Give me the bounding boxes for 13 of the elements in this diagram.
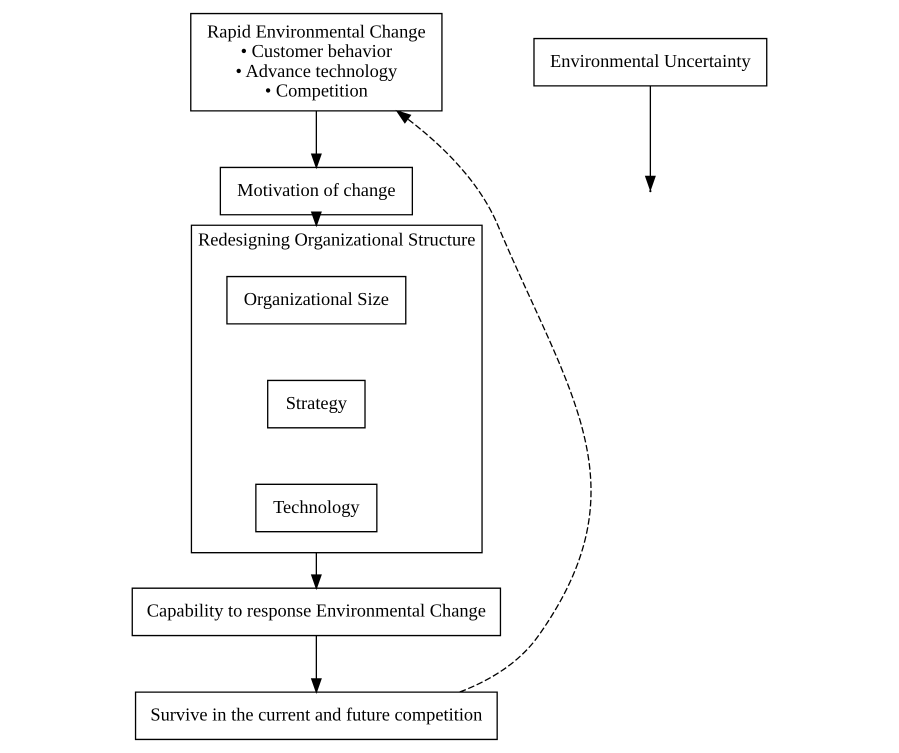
node-box: Technology	[255, 484, 378, 532]
node-box: Environmental Uncertainty	[533, 38, 768, 87]
node-box: Rapid Environmental Change • Customer behavior • Advance technology • Competition	[190, 12, 443, 112]
arrow	[310, 211, 322, 228]
node-box: Survive in the current and future competition	[134, 691, 498, 740]
arrow	[310, 636, 322, 694]
arrow	[395, 110, 592, 693]
node-box: Strategy	[267, 380, 366, 428]
arrow	[310, 552, 322, 590]
node-box: Organizational Size	[226, 276, 406, 325]
node-box: Capability to response Environmental Change	[132, 588, 502, 636]
arrow	[310, 110, 322, 170]
arrow	[644, 86, 656, 192]
